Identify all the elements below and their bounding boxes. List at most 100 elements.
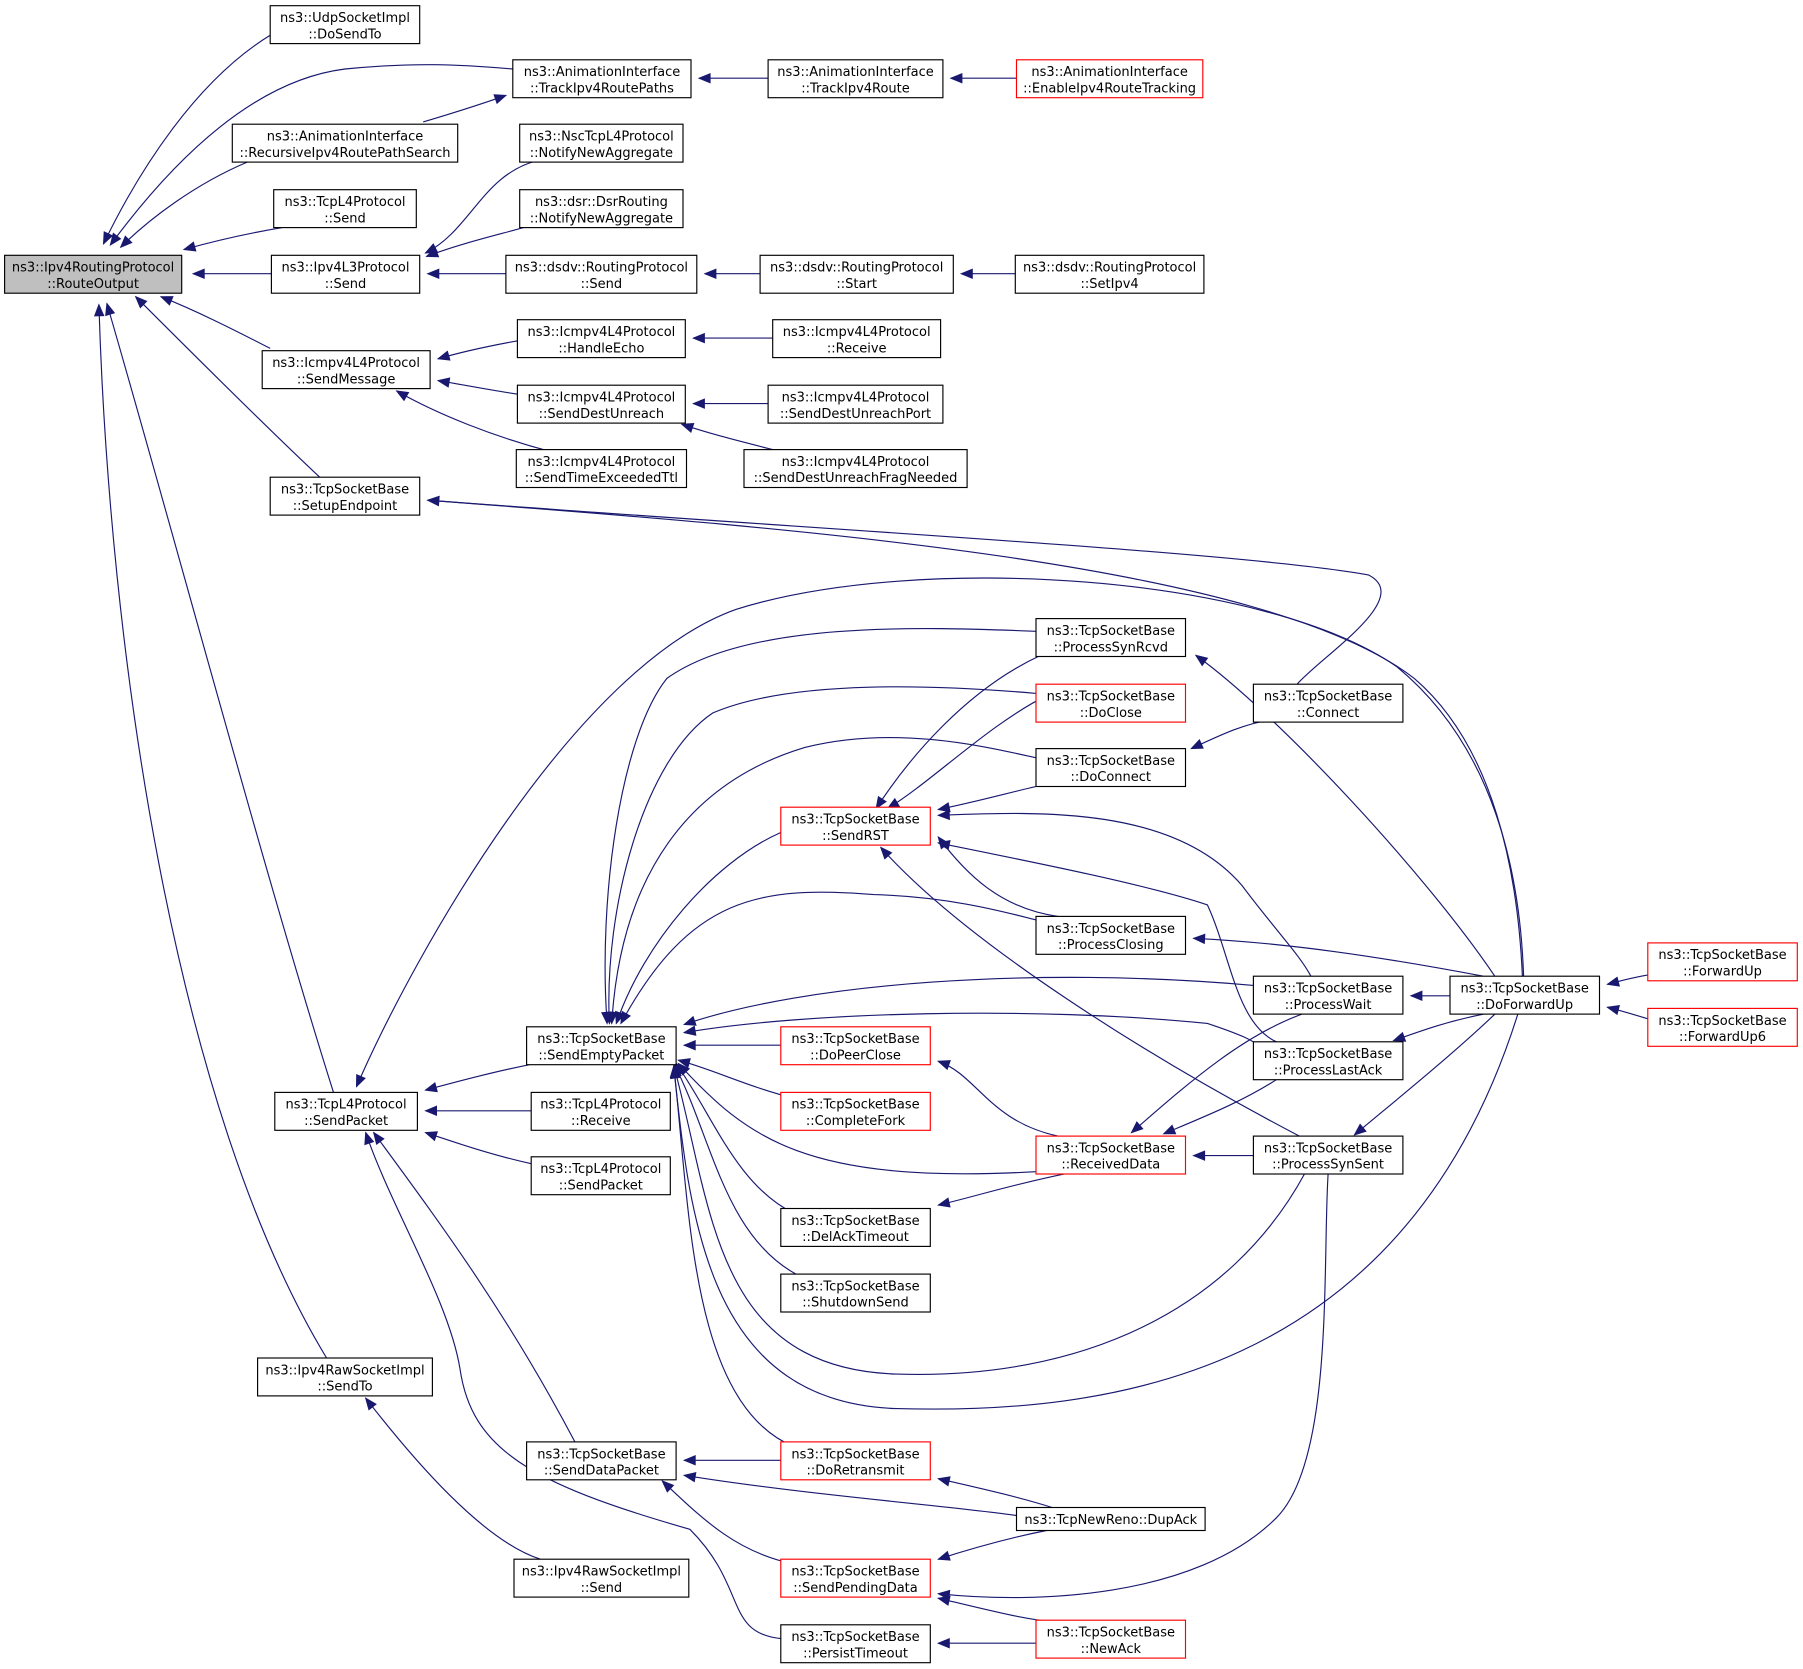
- node-tsb-doconnect[interactable]: ns3::TcpSocketBase::DoConnect: [1035, 748, 1187, 788]
- edge-root-to-anim_trackpaths: [109, 64, 513, 246]
- node-box: [743, 449, 968, 489]
- node-icmp-echo[interactable]: ns3::Icmpv4L4Protocol::HandleEcho: [516, 319, 686, 359]
- node-tsb-synrcvd[interactable]: ns3::TcpSocketBase::ProcessSynRcvd: [1035, 618, 1187, 658]
- node-tcpl4-receive[interactable]: ns3::TcpL4Protocol::Receive: [530, 1091, 671, 1131]
- edge-tsb_synsent-to-tsb_doforwardup: [1353, 1013, 1496, 1136]
- node-label-line2: ::NotifyNewAggregate: [530, 211, 673, 226]
- node-tsb-doforwardup[interactable]: ns3::TcpSocketBase::DoForwardUp: [1449, 975, 1601, 1015]
- edge-arrowhead: [105, 302, 116, 317]
- node-tsb-setup[interactable]: ns3::TcpSocketBase::SetupEndpoint: [269, 476, 421, 516]
- edge-tsb_synrcvd-to-tsb_doforwardup: [1194, 654, 1496, 977]
- node-label-line2: ::SendDestUnreachPort: [780, 407, 931, 422]
- node-tsb-forwardup6[interactable]: ns3::TcpSocketBase::ForwardUp6: [1647, 1007, 1798, 1047]
- node-dsdv-start[interactable]: ns3::dsdv::RoutingProtocol::Start: [759, 254, 954, 294]
- node-icmp-receive[interactable]: ns3::Icmpv4L4Protocol::Receive: [772, 319, 942, 359]
- node-tsb-doclose[interactable]: ns3::TcpSocketBase::DoClose: [1035, 683, 1187, 723]
- node-label-line1: ns3::TcpSocketBase: [791, 1032, 919, 1047]
- edge-line: [611, 736, 1037, 1024]
- node-tsb-synsent[interactable]: ns3::TcpSocketBase::ProcessSynSent: [1252, 1135, 1404, 1175]
- node-label-line2: ::ProcessSynSent: [1272, 1158, 1384, 1173]
- node-tsb-forwardup[interactable]: ns3::TcpSocketBase::ForwardUp: [1647, 942, 1798, 982]
- node-tsb-closing[interactable]: ns3::TcpSocketBase::ProcessClosing: [1035, 915, 1187, 955]
- node-anim-rec[interactable]: ns3::AnimationInterface::RecursiveIpv4Ro…: [231, 123, 459, 163]
- node-icmp-unreach[interactable]: ns3::Icmpv4L4Protocol::SendDestUnreach: [516, 384, 686, 424]
- node-tsb-connect[interactable]: ns3::TcpSocketBase::Connect: [1252, 683, 1404, 723]
- node-label-line1: ns3::TcpSocketBase: [791, 1447, 919, 1462]
- edge-line: [673, 1063, 806, 1280]
- node-icmp-unreachfrag[interactable]: ns3::Icmpv4L4Protocol::SendDestUnreachFr…: [743, 449, 968, 489]
- node-box: [1015, 1506, 1206, 1532]
- node-box: [780, 1624, 931, 1664]
- node-ipv4raw-send[interactable]: ns3::Ipv4RawSocketImpl::Send: [513, 1558, 690, 1598]
- edge-root-to-ipv4l3_send: [191, 268, 272, 279]
- edge-line: [437, 339, 520, 360]
- node-newreno-dupack[interactable]: ns3::TcpNewReno::DupAck: [1015, 1506, 1206, 1532]
- edge-arrowhead: [936, 809, 950, 821]
- node-tsb-shutdown[interactable]: ns3::TcpSocketBase::ShutdownSend: [780, 1273, 931, 1313]
- node-ipv4raw-sendto[interactable]: ns3::Ipv4RawSocketImpl::SendTo: [257, 1357, 433, 1397]
- node-ipv4l3-send[interactable]: ns3::Ipv4L3Protocol::Send: [270, 254, 421, 294]
- node-udp-dosendto[interactable]: ns3::UdpSocketImpl::DoSendTo: [269, 5, 421, 45]
- node-label-line2: ::ProcessLastAck: [1274, 1063, 1383, 1078]
- edge-line: [427, 499, 1382, 685]
- edge-line: [604, 628, 1037, 1024]
- node-tsb-lastack[interactable]: ns3::TcpSocketBase::ProcessLastAck: [1252, 1041, 1404, 1081]
- edge-arrowhead: [1130, 1121, 1144, 1134]
- node-tcpl4-sendpacket2[interactable]: ns3::TcpL4Protocol::SendPacket: [530, 1156, 671, 1196]
- edge-arrowhead: [1606, 1004, 1620, 1016]
- node-icmp-unreachport[interactable]: ns3::Icmpv4L4Protocol::SendDestUnreachPo…: [767, 384, 944, 424]
- node-tsb-wait[interactable]: ns3::TcpSocketBase::ProcessWait: [1252, 975, 1404, 1015]
- edge-line: [1191, 719, 1271, 750]
- edge-line: [938, 842, 1277, 1043]
- node-label-line1: ns3::Ipv4RoutingProtocol: [12, 261, 174, 276]
- node-dsr-notify[interactable]: ns3::dsr::DsrRouting::NotifyNewAggregate: [519, 189, 684, 229]
- node-dsdv-setipv4[interactable]: ns3::dsdv::RoutingProtocol::SetIpv4: [1014, 254, 1205, 294]
- node-label-line1: ns3::TcpSocketBase: [1461, 982, 1589, 997]
- node-tsb-sendempty[interactable]: ns3::TcpSocketBase::SendEmptyPacket: [526, 1026, 677, 1066]
- node-label-line2: ::Connect: [1297, 706, 1360, 721]
- node-box: [772, 319, 942, 359]
- node-label-line1: ns3::TcpSocketBase: [1264, 690, 1392, 705]
- node-icmp-timeexc[interactable]: ns3::Icmpv4L4Protocol::SendTimeExceededT…: [515, 449, 688, 489]
- node-label-line2: ::Receive: [571, 1114, 631, 1129]
- edge-arrowhead: [937, 839, 951, 851]
- node-label-line1: ns3::TcpSocketBase: [1264, 982, 1392, 997]
- node-icmp-sendmsg[interactable]: ns3::Icmpv4L4Protocol::SendMessage: [261, 350, 431, 390]
- edge-arrowhead: [426, 268, 440, 279]
- node-tsb-persist[interactable]: ns3::TcpSocketBase::PersistTimeout: [780, 1624, 931, 1664]
- node-box: [1015, 59, 1204, 99]
- node-label-line2: ::ForwardUp: [1683, 965, 1762, 980]
- node-tsb-senddata[interactable]: ns3::TcpSocketBase::SendDataPacket: [526, 1441, 677, 1481]
- node-tsb-completefork[interactable]: ns3::TcpSocketBase::CompleteFork: [780, 1091, 931, 1131]
- node-tcpl4-sendpacket[interactable]: ns3::TcpL4Protocol::SendPacket: [274, 1091, 418, 1131]
- node-box: [269, 5, 421, 45]
- node-label-line2: ::NotifyNewAggregate: [530, 146, 673, 161]
- node-box: [261, 350, 431, 390]
- node-tsb-receiveddata[interactable]: ns3::TcpSocketBase::ReceivedData: [1035, 1135, 1187, 1175]
- node-anim-trackpaths[interactable]: ns3::AnimationInterface::TrackIpv4RouteP…: [512, 59, 692, 99]
- node-tsb-retransmit[interactable]: ns3::TcpSocketBase::DoRetransmit: [780, 1441, 931, 1481]
- node-dsdv-send[interactable]: ns3::dsdv::RoutingProtocol::Send: [505, 254, 698, 294]
- edge-tsb_senddata-to-newreno_dupack: [682, 1471, 1017, 1517]
- edge-tsb_lastack-to-tsb_doforwardup: [1392, 1013, 1484, 1042]
- edge-arrowhead: [424, 1105, 437, 1117]
- node-label-line2: ::ProcessWait: [1285, 998, 1372, 1013]
- node-box: [1035, 748, 1187, 788]
- edge-arrowhead: [1192, 1150, 1206, 1161]
- node-tsb-sendrst[interactable]: ns3::TcpSocketBase::SendRST: [780, 806, 931, 846]
- edge-root-to-tsb_setup: [134, 295, 321, 478]
- edge-tsb_sendpending-to-newreno_dupack: [937, 1529, 1047, 1561]
- node-tsb-delack[interactable]: ns3::TcpSocketBase::DelAckTimeout: [780, 1207, 931, 1247]
- node-anim-track[interactable]: ns3::AnimationInterface::TrackIpv4Route: [767, 59, 944, 99]
- edge-arrowhead: [937, 1060, 951, 1071]
- node-tsb-dopeerclose[interactable]: ns3::TcpSocketBase::DoPeerClose: [780, 1026, 931, 1066]
- node-tsb-sendpending[interactable]: ns3::TcpSocketBase::SendPendingData: [780, 1558, 931, 1598]
- node-root[interactable]: ns3::Ipv4RoutingProtocol::RouteOutput: [4, 254, 183, 294]
- node-nsc-notify[interactable]: ns3::NscTcpL4Protocol::NotifyNewAggregat…: [519, 123, 684, 163]
- node-anim-enable[interactable]: ns3::AnimationInterface::EnableIpv4Route…: [1015, 59, 1204, 99]
- node-tcpl4-send[interactable]: ns3::TcpL4Protocol::Send: [273, 189, 417, 229]
- node-tsb-newack[interactable]: ns3::TcpSocketBase::NewAck: [1035, 1619, 1187, 1659]
- node-label-line1: ns3::AnimationInterface: [267, 130, 424, 145]
- edge-arrowhead: [692, 398, 705, 409]
- node-label-line2: ::ProcessClosing: [1058, 938, 1164, 953]
